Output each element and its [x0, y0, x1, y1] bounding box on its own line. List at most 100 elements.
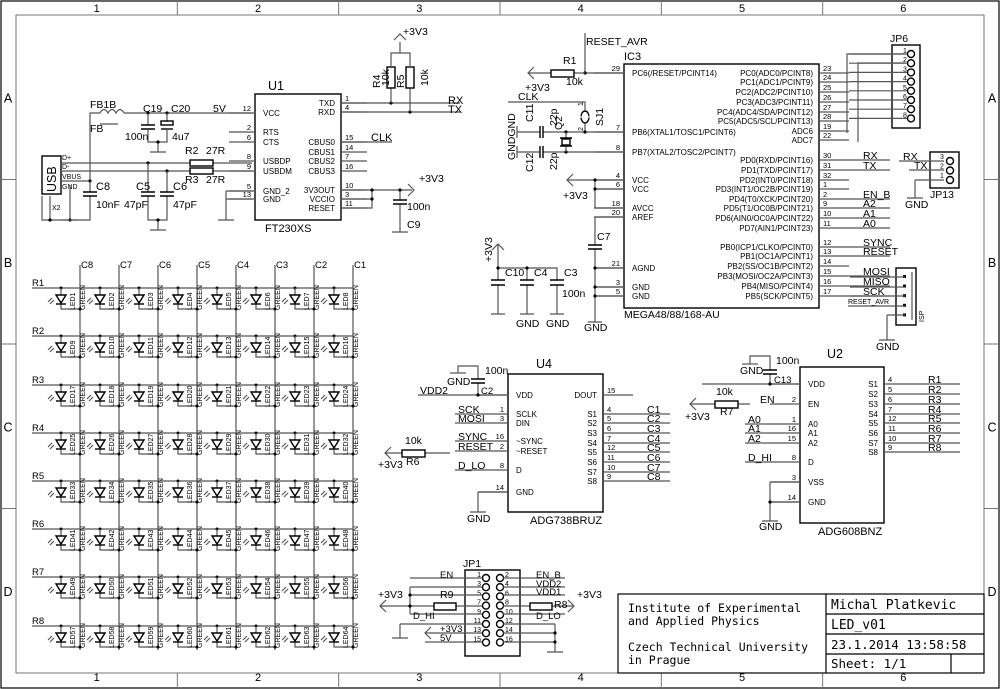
- led-ref: LED50: [109, 577, 116, 599]
- frame-column-label: 6: [900, 672, 906, 684]
- title-block: Institute of Experimental and Applied Ph…: [617, 593, 985, 674]
- led-color: GREEN: [275, 623, 282, 648]
- frame-column-label: 3: [416, 672, 422, 684]
- r7-supply: +3V3: [685, 411, 710, 423]
- pin-name: PC1(ADC1/PCINT9): [740, 78, 813, 87]
- net-label: A1: [863, 208, 876, 220]
- pin-number: 6: [247, 133, 251, 142]
- pin-name: RXD: [318, 108, 335, 117]
- usb-input-section: USB D+ D- VBUS GND X2 R2 27R R3 27R FB1B…: [41, 99, 252, 231]
- pin-name: PD7(AIN1/PCINT23): [739, 224, 813, 233]
- frame-row-label: A: [4, 91, 13, 105]
- pin-name: S7: [868, 439, 878, 448]
- pin-name: PC2(ADC2/PCINT10): [736, 88, 814, 97]
- led-color: GREEN: [314, 478, 321, 503]
- pin-name: PC3(ADC3/PCINT11): [736, 98, 813, 107]
- led-ref: LED58: [109, 626, 116, 648]
- column-net-label: C4: [237, 260, 249, 271]
- pin-number: 7: [477, 600, 481, 607]
- pin-number: 5: [477, 590, 481, 597]
- net-label: R6: [928, 423, 942, 435]
- pin-name: CBUS1: [308, 148, 335, 157]
- led-color: GREEN: [314, 333, 321, 358]
- row-net-label: R5: [32, 471, 44, 482]
- pin-number: 21: [612, 259, 620, 268]
- led-ref: LED23: [304, 385, 311, 407]
- pin-number: 1: [940, 173, 944, 180]
- pin-number: 9: [247, 162, 251, 171]
- led-ref: LED64: [343, 626, 350, 648]
- jp1-net-dlo: D_LO: [536, 611, 561, 622]
- pin-number: 11: [345, 199, 353, 208]
- pin-number: 29: [612, 64, 620, 73]
- u1-net-rx: RX: [448, 95, 464, 107]
- pin-number: 6: [607, 424, 611, 433]
- pin-name: VSS: [808, 478, 824, 487]
- pin-number: 4: [903, 76, 907, 83]
- usb-connector-label: USB: [45, 166, 59, 192]
- row-net-label: R6: [32, 519, 44, 530]
- pin-number: 1: [477, 572, 481, 579]
- c5-ref: C5: [136, 181, 150, 193]
- net-label: SYNC: [458, 431, 488, 443]
- pin-number: 9: [477, 609, 481, 616]
- led-color: GREEN: [197, 333, 204, 358]
- pin-name: PD4(T0/XCK/PCINT20): [729, 195, 813, 204]
- led-color: GREEN: [158, 574, 165, 599]
- led-ref: LED3: [148, 292, 155, 310]
- led-ref: LED29: [226, 433, 233, 455]
- led-ref: LED8: [343, 292, 350, 310]
- led-color: GREEN: [275, 333, 282, 358]
- jp1-net-dhi: D_HI: [413, 611, 435, 622]
- led-ref: LED15: [304, 336, 311, 358]
- c11-ref: C11: [524, 103, 536, 122]
- pin-name: PD6(AIN0/OC0A/PCINT22): [715, 214, 813, 223]
- pin-name: GND: [632, 292, 650, 301]
- led-ref: LED53: [226, 577, 233, 599]
- pin-number: 31: [823, 161, 831, 170]
- pin-number: 4: [505, 581, 509, 588]
- led-color: GREEN: [236, 382, 243, 407]
- led-ref: LED62: [265, 626, 272, 648]
- usb-ref: X2: [52, 205, 61, 212]
- net-label: C6: [647, 452, 661, 464]
- net-label: RESET: [863, 246, 899, 258]
- net-label: C8: [647, 471, 661, 483]
- pin-number: 5: [616, 287, 620, 296]
- pin-number: 27: [823, 103, 831, 112]
- net-label: A1: [748, 423, 761, 435]
- ic3-part: MEGA48/88/168-AU: [624, 309, 720, 321]
- pin-name: VDD: [808, 380, 825, 389]
- c20-ref: C20: [171, 103, 190, 115]
- usb-connector: [41, 155, 62, 195]
- led-ref: LED33: [70, 481, 77, 503]
- led-ref: LED6: [265, 292, 272, 310]
- pin-number: 2: [823, 190, 827, 199]
- led-ref: LED59: [148, 626, 155, 648]
- c10-ref: C10: [505, 267, 524, 279]
- r8-ref: R8: [554, 599, 568, 611]
- r2-value: 27R: [206, 145, 226, 157]
- pin-number: 4: [888, 375, 892, 384]
- u4-gnd: GND: [467, 513, 491, 525]
- led-color: GREEN: [80, 333, 87, 358]
- pin-number: 30: [823, 151, 831, 160]
- led-ref: LED27: [148, 433, 155, 455]
- led-color: GREEN: [197, 526, 204, 551]
- row-net-label: R7: [32, 567, 44, 578]
- led-color: GREEN: [314, 526, 321, 551]
- pin-number: 16: [345, 162, 353, 171]
- column-net-label: C2: [315, 260, 327, 271]
